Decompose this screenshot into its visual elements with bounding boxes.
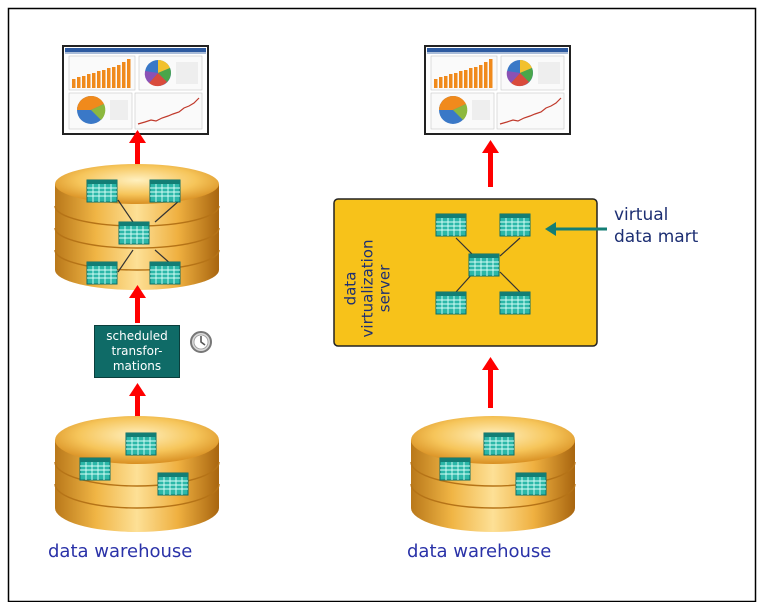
left-mart-arrow	[129, 285, 146, 323]
right-dashboard-arrow	[482, 140, 499, 187]
server-label-line-3: server	[375, 264, 394, 313]
server-label-line-1: data	[341, 271, 360, 306]
virtual-data-mart-pointer-arrow	[545, 222, 607, 236]
clock-icon	[190, 331, 212, 353]
virtualization-server-box	[333, 198, 598, 347]
left-dashboard	[62, 45, 209, 135]
left-warehouse-database	[54, 415, 220, 533]
right-warehouse-database	[410, 415, 576, 533]
scheduled-line-2: transfor-	[111, 344, 163, 358]
right-warehouse-label: data warehouse	[407, 541, 552, 562]
data-mart-database	[54, 163, 220, 291]
left-warehouse-label: data warehouse	[48, 541, 193, 562]
virtual-label-line-2: data mart	[614, 227, 699, 247]
right-dashboard	[424, 45, 571, 135]
scheduled-line-3: mations	[112, 359, 162, 373]
left-dashboard-arrow	[129, 130, 146, 167]
scheduled-line-1: scheduled	[106, 329, 168, 343]
right-warehouse-arrow	[482, 357, 499, 408]
server-label-line-2: virtualization	[358, 239, 377, 338]
virtual-label-line-1: virtual	[614, 205, 669, 225]
virtual-data-mart-label: virtual data mart	[614, 204, 698, 248]
scheduled-transformations-box: scheduled transfor- mations	[94, 325, 180, 378]
data-virtualization-server-label: data virtualization server	[341, 229, 394, 349]
left-warehouse-arrow	[129, 383, 146, 422]
